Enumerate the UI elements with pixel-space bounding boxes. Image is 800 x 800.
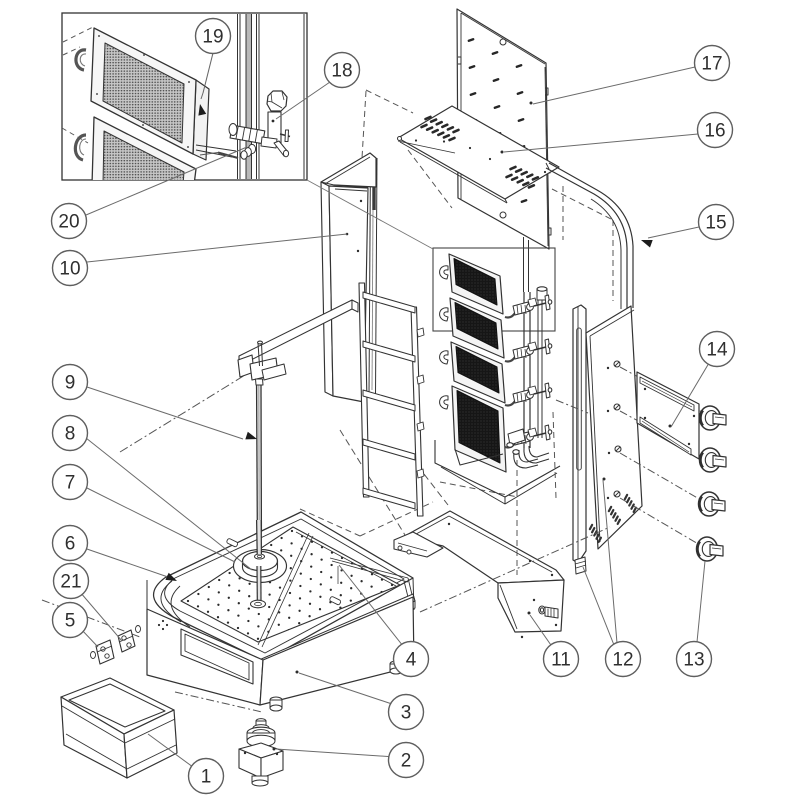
svg-text:21: 21 — [60, 572, 81, 593]
svg-text:6: 6 — [65, 534, 76, 555]
svg-text:15: 15 — [705, 213, 726, 234]
svg-text:20: 20 — [58, 212, 79, 233]
svg-text:2: 2 — [401, 751, 412, 772]
svg-text:18: 18 — [331, 61, 352, 82]
svg-text:4: 4 — [406, 650, 417, 671]
svg-text:1: 1 — [201, 767, 212, 788]
svg-text:14: 14 — [706, 340, 728, 361]
svg-text:3: 3 — [401, 703, 412, 724]
svg-text:10: 10 — [59, 259, 80, 280]
svg-text:5: 5 — [65, 611, 76, 632]
svg-text:17: 17 — [701, 54, 722, 75]
svg-text:12: 12 — [612, 650, 633, 671]
svg-text:8: 8 — [65, 424, 76, 445]
svg-text:13: 13 — [683, 650, 704, 671]
svg-text:11: 11 — [551, 650, 571, 671]
svg-text:16: 16 — [704, 121, 725, 142]
svg-text:19: 19 — [202, 27, 223, 48]
svg-text:7: 7 — [65, 473, 76, 494]
svg-text:9: 9 — [65, 373, 76, 394]
